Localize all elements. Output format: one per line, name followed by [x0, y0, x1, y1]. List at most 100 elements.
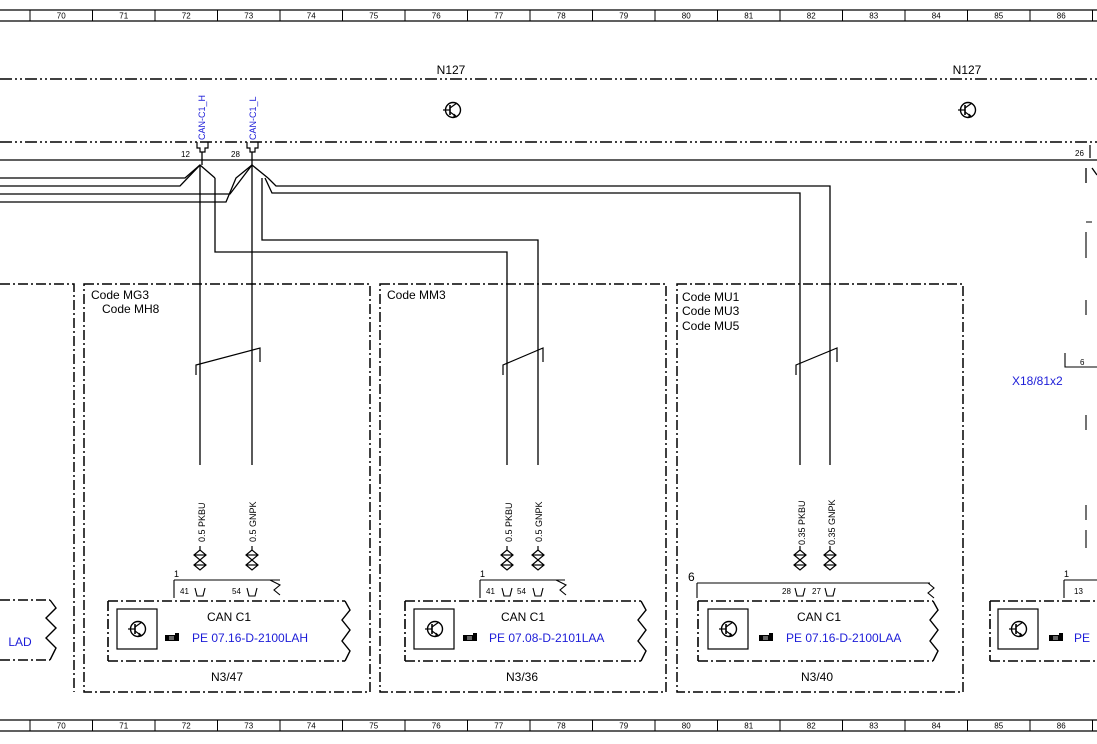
- ruler-column-label: 85: [994, 12, 1003, 21]
- pin-label: 27: [812, 587, 821, 596]
- ruler-column-label: 80: [682, 722, 691, 731]
- pin-label: 41: [486, 587, 495, 596]
- ground-pin: 6: [688, 570, 695, 584]
- code-label: Code MU1: [682, 290, 740, 304]
- transistor-icon: [718, 620, 738, 638]
- ruler-column-label: 83: [869, 12, 878, 21]
- wire-label: 0.5 PKBU: [504, 502, 514, 542]
- signal-can-h-label: CAN-C1_H: [197, 95, 207, 140]
- pin-label: 54: [232, 587, 241, 596]
- n127-bus-band: N127 N127 CAN-C1_H CAN-C1_L 12 28 26: [0, 63, 1097, 161]
- code-label: Code MM3: [387, 288, 446, 302]
- signal-can-l-label: CAN-C1_L: [248, 96, 258, 140]
- wire-label: 0.5 GNPK: [534, 501, 544, 542]
- transistor-icon: [957, 101, 977, 119]
- connector-icon: [823, 545, 837, 571]
- ruler-column-label: 83: [869, 722, 878, 731]
- bus-pin-right: 26: [1075, 149, 1084, 158]
- module-n3-40: Code MU1 Code MU3 Code MU5 0.35 PKBU 0.3…: [676, 283, 964, 693]
- ruler-column-label: 76: [432, 12, 441, 21]
- module-title: CAN C1: [797, 610, 841, 624]
- ruler-column-label: 80: [682, 12, 691, 21]
- bus-label-left: N127: [437, 63, 466, 77]
- reference-link[interactable]: PE 07.16-D-2100LAA: [786, 631, 901, 645]
- pointing-hand-icon: [462, 632, 478, 642]
- module-n3-47: Code MG3 Code MH8 0.5 PKBU 0.5 GNPK 1 41…: [83, 283, 371, 693]
- twisted-pair-markers: [195, 347, 838, 375]
- ruler-column-label: 79: [619, 722, 628, 731]
- ruler-column-label: 75: [369, 722, 378, 731]
- pointing-hand-icon: [1048, 632, 1064, 642]
- transistor-icon: [442, 101, 462, 119]
- ruler-column-label: 70: [57, 722, 66, 731]
- ruler-column-label: 79: [619, 12, 628, 21]
- ruler-column-label: 75: [369, 12, 378, 21]
- ruler-column-label: 81: [744, 12, 753, 21]
- module-n3-36: Code MM3 0.5 PKBU 0.5 GNPK 1 41 54 CAN C…: [379, 283, 667, 693]
- bus-label-right: N127: [953, 63, 982, 77]
- module-title: CAN C1: [501, 610, 545, 624]
- left-partial-link[interactable]: LAD: [8, 635, 32, 649]
- pointing-hand-icon: [164, 632, 180, 642]
- pin-label: 41: [180, 587, 189, 596]
- wire-label: 0.5 PKBU: [197, 502, 207, 542]
- ruler-column-label: 82: [807, 722, 816, 731]
- connector-pin: 6: [1080, 358, 1085, 367]
- code-label: Code MU3: [682, 304, 740, 318]
- transistor-icon: [424, 620, 444, 638]
- column-ruler-top: 70 71 72 73 74 75 76 77 78 79 80 81 82 83 84 85 86: [0, 9, 1097, 22]
- module-id: N3/36: [506, 670, 538, 684]
- ruler-column-label: 82: [807, 12, 816, 21]
- transistor-icon: [1008, 620, 1028, 638]
- ruler-column-label: 78: [557, 722, 566, 731]
- code-label: Code MU5: [682, 319, 740, 333]
- code-label: Code MG3: [91, 288, 149, 302]
- module-id: N3/47: [211, 670, 243, 684]
- ruler-column-label: 81: [744, 722, 753, 731]
- ruler-column-label: 86: [1057, 722, 1066, 731]
- module-id: N3/40: [801, 670, 833, 684]
- pin-label: 13: [1074, 587, 1083, 596]
- ruler-column-label: 78: [557, 12, 566, 21]
- ground-pin: 1: [174, 569, 179, 579]
- right-partial-module: 6 X18/81x2 1 13 PE: [989, 221, 1097, 662]
- ruler-column-label: 76: [432, 722, 441, 731]
- connector-icon: [245, 545, 259, 571]
- ruler-column-label: 73: [244, 722, 253, 731]
- wire-label: 0.35 GNPK: [827, 499, 837, 545]
- ruler-column-label: 70: [57, 12, 66, 21]
- ground-pin: 1: [480, 569, 485, 579]
- code-label: Code MH8: [102, 302, 160, 316]
- ruler-column-label: 86: [1057, 12, 1066, 21]
- connector-link[interactable]: X18/81x2: [1012, 374, 1063, 388]
- connector-icon: [193, 545, 207, 571]
- pointing-hand-icon: [758, 632, 774, 642]
- connector-icon: [500, 545, 514, 571]
- ruler-column-label: 85: [994, 722, 1003, 731]
- bus-pin-l: 28: [231, 150, 240, 159]
- ruler-column-label: 72: [182, 12, 191, 21]
- pin-label: 28: [782, 587, 791, 596]
- bus-pin-h: 12: [181, 150, 190, 159]
- transistor-icon: [127, 620, 147, 638]
- ruler-column-label: 77: [494, 12, 503, 21]
- module-title: CAN C1: [207, 610, 251, 624]
- ruler-column-label: 74: [307, 12, 316, 21]
- wire-label: 0.5 GNPK: [248, 501, 258, 542]
- ruler-column-label: 71: [119, 12, 128, 21]
- ruler-column-label: 84: [932, 722, 941, 731]
- reference-link[interactable]: PE 07.16-D-2100LAH: [192, 631, 308, 645]
- wire-label: 0.35 PKBU: [797, 500, 807, 545]
- pin-label: 54: [517, 587, 526, 596]
- ruler-column-label: 84: [932, 12, 941, 21]
- connector-icon: [531, 545, 545, 571]
- reference-link[interactable]: PE 07.08-D-2101LAA: [489, 631, 604, 645]
- ruler-column-label: 71: [119, 722, 128, 731]
- ruler-column-label: 73: [244, 12, 253, 21]
- ruler-column-label: 72: [182, 722, 191, 731]
- reference-link[interactable]: PE: [1074, 631, 1090, 645]
- ruler-column-label: 74: [307, 722, 316, 731]
- connector-icon: [793, 545, 807, 571]
